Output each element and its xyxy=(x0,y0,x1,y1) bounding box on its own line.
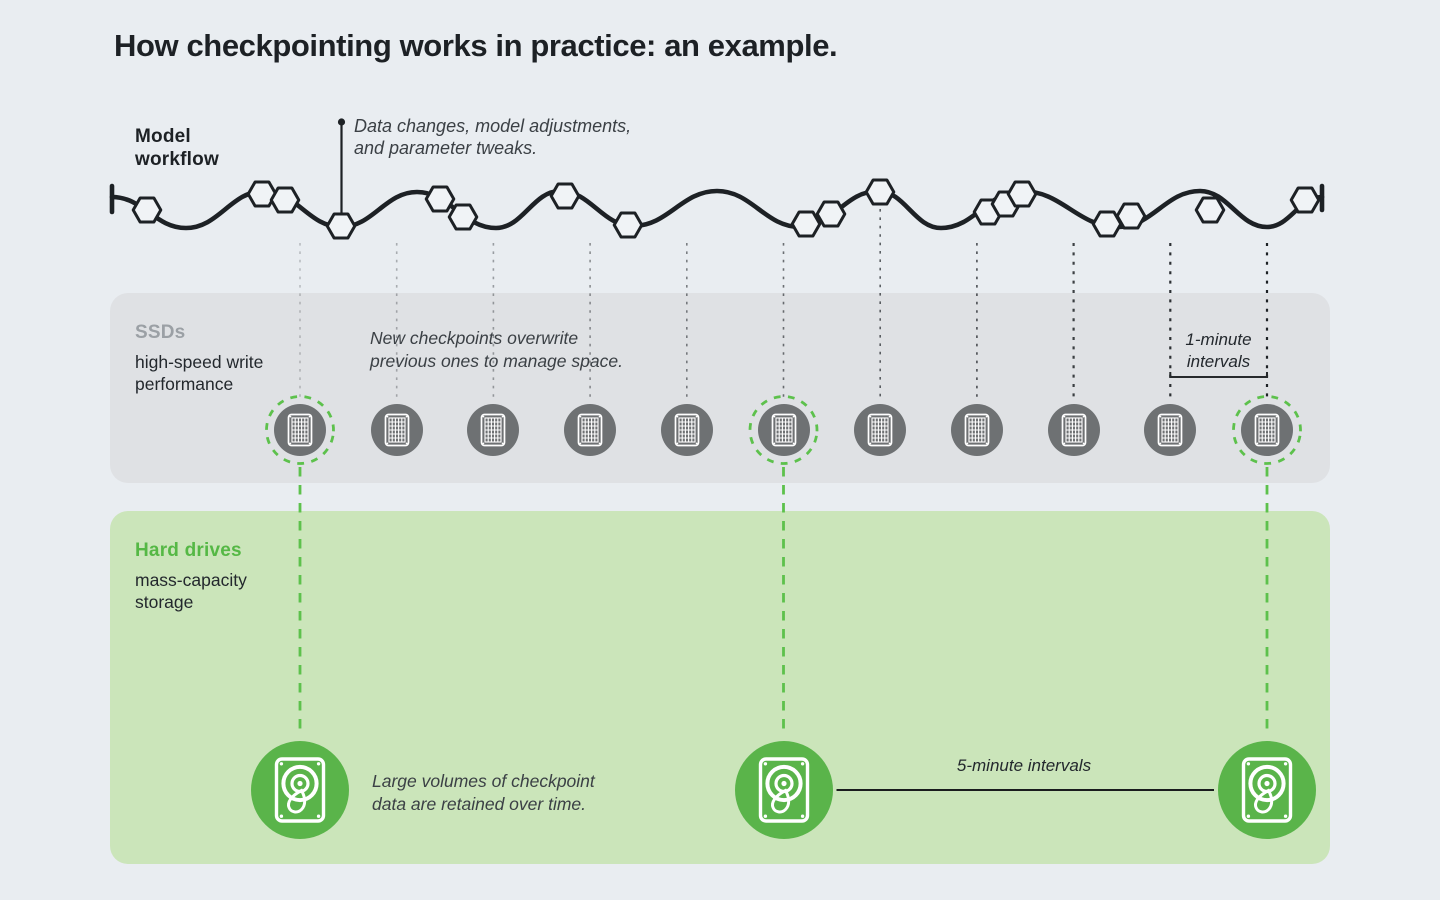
one-minute-interval-label: 1-minute intervals xyxy=(1185,330,1252,372)
ssd-icon xyxy=(370,404,423,456)
ssd-icon xyxy=(854,404,907,456)
hdd-section-sublabel: mass-capacity storage xyxy=(135,570,247,613)
workflow-annotation-text: Data changes, model adjustments, and par… xyxy=(354,116,632,159)
ssd-note-text: New checkpoints overwrite previous ones … xyxy=(370,328,623,371)
ssd-section-sublabel: high-speed write performance xyxy=(135,352,264,395)
hdd-section-label: Hard drives xyxy=(135,540,242,561)
hard-drive-icon xyxy=(734,741,833,839)
ssd-icon xyxy=(757,404,810,456)
ssd-icon xyxy=(467,404,520,456)
hard-drive-icon xyxy=(1218,741,1316,839)
ssd-icon xyxy=(564,404,617,456)
ssd-icon xyxy=(1047,404,1100,456)
hard-drive-icon xyxy=(251,741,349,839)
ssd-icon xyxy=(660,404,713,456)
ssd-icon xyxy=(274,404,326,456)
ssd-icon xyxy=(950,404,1003,456)
page-title: How checkpointing works in practice: an … xyxy=(114,28,838,63)
five-minute-interval-label: 5-minute intervals xyxy=(956,756,1092,775)
ssd-icon xyxy=(1144,404,1197,456)
ssd-icon xyxy=(1241,404,1293,456)
hdd-note-text: Large volumes of checkpoint data are ret… xyxy=(372,771,595,814)
ssd-section-label: SSDs xyxy=(135,322,186,343)
model-workflow-label: Model workflow xyxy=(135,126,219,170)
